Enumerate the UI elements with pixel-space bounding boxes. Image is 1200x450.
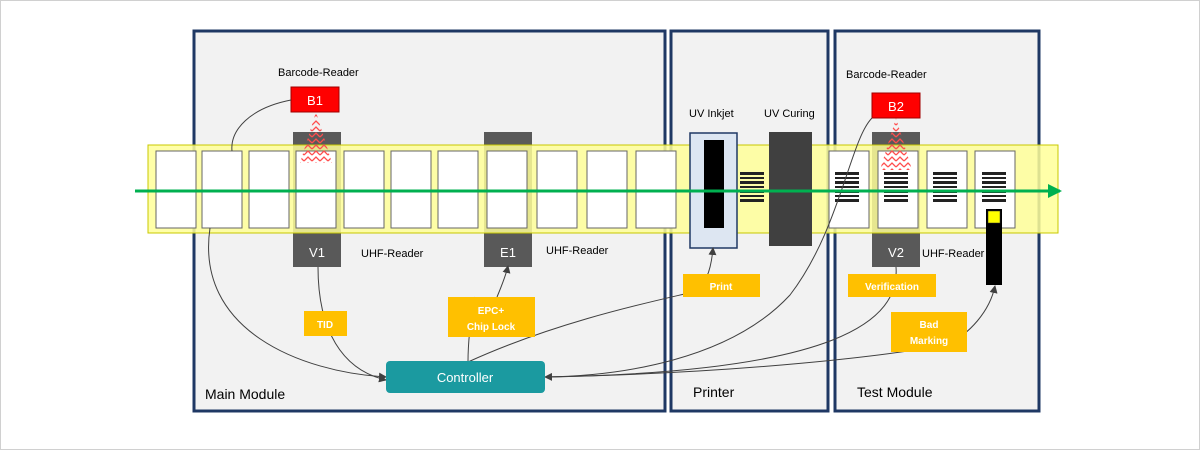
tag-verification-text: Verification [865,282,919,293]
barcode-b2-scan-beam [880,118,912,170]
bad-marking-pen-tip [987,210,1001,224]
b2-to-controller [544,117,873,381]
v1-to-controller [317,266,387,383]
printer-module-label: Printer [693,384,735,400]
uv-inkjet-label: UV Inkjet [689,108,734,120]
test-module-label: Test Module [857,384,933,400]
barcode-reader-b2-label: Barcode-Reader [846,69,927,81]
controller-label: Controller [437,370,494,385]
barcode-reader-b1-label: Barcode-Reader [278,67,359,79]
tag-verification [848,274,936,297]
tag-marking-text: Marking [910,336,948,347]
controller-box [386,361,545,393]
v2-label: V2 [888,245,904,260]
b1-to-line [231,99,292,152]
uv-curing-unit [769,132,812,246]
tag-print [683,274,760,297]
controller-to-bad-marking [544,285,998,378]
main-module-label: Main Module [205,386,285,402]
uhf-reader-v2-label: UHF-Reader [922,248,985,260]
uv-curing-label: UV Curing [764,108,815,120]
b1-to-controller [208,227,387,381]
e1-label: E1 [500,245,516,260]
tag-bad-text: Bad [920,320,939,331]
uv-inkjet-head [704,140,724,228]
epc-to-e1 [496,265,511,298]
tag-epc-chip-lock [448,297,535,337]
tag-print-text: Print [710,282,733,293]
barcode-reader-b1 [290,86,340,113]
printed-barcodes [740,172,1006,202]
tag-epc-text: EPC+ [478,306,505,317]
b2-label: B2 [888,99,904,114]
tag-chip-lock-text: Chip Lock [467,322,516,333]
tag-tid [304,311,347,336]
tag-tid-text: TID [317,320,333,331]
barcode-reader-b2 [871,92,921,119]
tag-bad-marking [891,312,967,352]
v1-label: V1 [309,245,325,260]
uhf-reader-v1-label: UHF-Reader [361,248,424,260]
b1-label: B1 [307,93,323,108]
barcode-b1-scan-beam [300,112,332,163]
bad-marking-pen [986,209,1002,285]
uhf-reader-e1-label: UHF-Reader [546,245,609,257]
